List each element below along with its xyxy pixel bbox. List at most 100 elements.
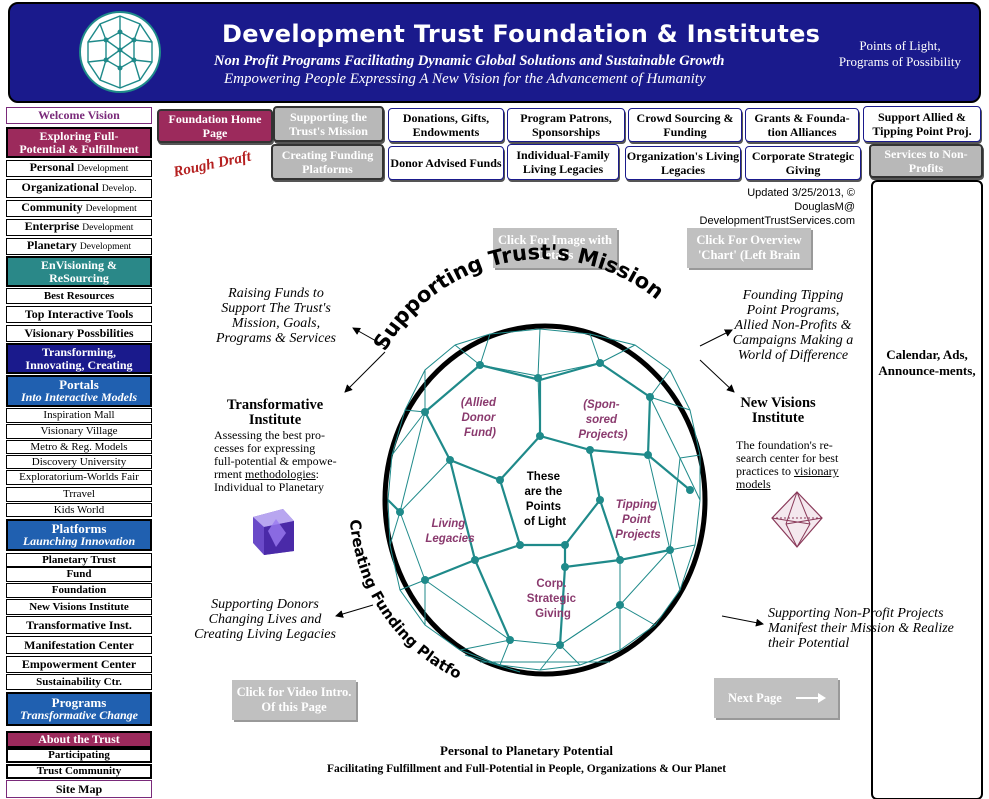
nav-new-visions-institute[interactable]: New Visions Institute [6, 599, 152, 615]
updated-line-2: DevelopmentTrustServices.com [699, 215, 855, 227]
nav-label: Trust Community [36, 765, 122, 777]
nav-label: Kids World [53, 503, 105, 516]
nav-best-resources[interactable]: Best Resources [6, 288, 152, 304]
nav-exploratorium[interactable]: Exploratorium-Worlds Fair [6, 470, 152, 485]
founding-tipping-text: Founding Tipping Point Programs, Allied … [718, 288, 868, 363]
crowd-sourcing-button[interactable]: Crowd Sourcing & Funding [628, 108, 742, 142]
supporting-mission-button[interactable]: Supporting the Trust's Mission [273, 106, 384, 142]
nav-label-italic: Launching Innovation [22, 534, 136, 548]
organization-legacies-button[interactable]: Organization's Living Legacies [625, 146, 741, 180]
nav-inspiration-mall[interactable]: Inspiration Mall [6, 408, 152, 423]
nav-fund[interactable]: Fund [6, 567, 152, 582]
nav-empowerment-center[interactable]: Empowerment Center [6, 656, 152, 673]
new-visions-institute-title[interactable]: New Visions Institute [738, 396, 818, 426]
donations-button[interactable]: Donations, Gifts, Endowments [388, 108, 504, 142]
corp-strategic-giving-label[interactable]: Corp. Strategic Giving [527, 578, 579, 620]
nav-label: Transforming, [41, 344, 117, 359]
tipping-point-projects-label[interactable]: Tipping Point Projects [615, 499, 660, 541]
corporate-strategic-giving-button[interactable]: Corporate Strategic Giving [745, 146, 861, 180]
nav-label: Fund [66, 568, 92, 580]
footer-headline: Personal to Planetary Potential [440, 743, 613, 758]
foundation-home-button[interactable]: Foundation Home Page [157, 109, 273, 143]
text-line: Raising Funds to [228, 286, 324, 301]
transformative-institute-title[interactable]: Transformative Institute [210, 398, 340, 428]
nav-label: Enterprise [24, 219, 80, 233]
nav-label: Discovery University [31, 455, 127, 468]
nav-travel[interactable]: Trravel [6, 487, 152, 502]
text-line: Founding Tipping [742, 288, 844, 303]
updated-notice: Updated 3/25/2013, © DouglasM@ Developme… [690, 186, 855, 228]
nav-label: Community [21, 200, 83, 214]
nav-organizational-development[interactable]: Organizational Develop. [6, 179, 152, 198]
nav-kids-world[interactable]: Kids World [6, 503, 152, 517]
nav-label: Best Resources [43, 289, 115, 302]
nav-label: Site Map [55, 781, 103, 796]
nav-foundation[interactable]: Foundation [6, 583, 152, 598]
nav-participating[interactable]: Participating [6, 748, 152, 763]
desc-line: Individual to Planetary [214, 480, 324, 494]
nav-envisioning-resourcing[interactable]: EnVisioning & ReSourcing [6, 256, 152, 287]
nav-exploring-full-potential[interactable]: Exploring Full- Potential & Fulfillment [6, 127, 152, 158]
nav-label: Foundation [51, 584, 107, 596]
overview-chart-button[interactable]: Click For Overview 'Chart' (Left Brain [687, 228, 811, 268]
sponsored-projects-label[interactable]: (Spon- sored Projects) [578, 399, 627, 441]
program-patrons-button[interactable]: Program Patrons, Sponsorships [507, 108, 625, 142]
nav-planetary-trust[interactable]: Planetary Trust [6, 553, 152, 567]
support-allied-button[interactable]: Support Allied & Tipping Point Proj. [863, 106, 981, 142]
button-label: Foundation Home Page [168, 112, 262, 140]
nav-top-interactive-tools[interactable]: Top Interactive Tools [6, 306, 152, 323]
video-intro-button[interactable]: Click for Video Intro. Of this Page [232, 680, 356, 720]
donor-advised-funds-button[interactable]: Donor Advised Funds [388, 146, 504, 180]
creating-funding-platforms-button[interactable]: Creating Funding Platforms [271, 144, 384, 180]
geodesic-globe-logo-icon[interactable] [78, 10, 162, 94]
nav-welcome-vision[interactable]: Welcome Vision [6, 107, 152, 124]
visionary-link[interactable]: visionary [793, 464, 839, 478]
nav-metro-models[interactable]: Metro & Reg. Models [6, 440, 152, 454]
calendar-ads-panel[interactable]: Calendar, Ads, Announce-ments, [871, 180, 983, 799]
living-legacies-label[interactable]: Living Legacies [425, 518, 474, 545]
nav-sustainability-center[interactable]: Sustainability Ctr. [6, 674, 152, 690]
text-line: Support The Trust's [221, 301, 331, 316]
octahedron-crystal-icon[interactable] [768, 490, 826, 550]
text-line: Creating Living Legacies [194, 627, 336, 642]
allied-donor-fund-label[interactable]: (Allied Donor Fund) [461, 397, 499, 439]
services-nonprofits-button[interactable]: Services to Non-Profits [869, 144, 983, 178]
geodesic-mesh [387, 328, 701, 673]
nav-label: About the Trust [38, 732, 120, 746]
nav-site-map[interactable]: Site Map [6, 780, 152, 798]
nav-transformative-institute[interactable]: Transformative Inst. [6, 616, 152, 634]
methodologies-link[interactable]: methodologies [245, 467, 316, 481]
text-line: Manifest their Mission & Realize [768, 621, 954, 636]
nav-enterprise-development[interactable]: Enterprise Development [6, 219, 152, 236]
button-label: Click For Overview 'Chart' (Left Brain [696, 233, 802, 262]
nav-planetary-development[interactable]: Planetary Development [6, 238, 152, 255]
nav-trust-community[interactable]: Trust Community [6, 764, 152, 779]
nav-platforms[interactable]: Platforms Launching Innovation [6, 519, 152, 551]
connector-arrows [335, 327, 764, 627]
grants-alliances-button[interactable]: Grants & Founda-tion Alliances [745, 108, 859, 142]
nav-label: Platforms [51, 521, 107, 536]
nav-visionary-village[interactable]: Visionary Village [6, 424, 152, 439]
nav-label-italic: Transformative Change [20, 708, 138, 722]
nav-visionary-possibilities[interactable]: Visionary Possbilities [6, 325, 152, 342]
nav-programs[interactable]: Programs Transformative Change [6, 692, 152, 726]
nav-label: Transformative Inst. [26, 617, 132, 632]
purple-cube-icon[interactable] [248, 505, 298, 557]
nav-label: Metro & Reg. Models [30, 440, 128, 453]
models-link[interactable]: models [736, 477, 771, 491]
text-line: Supporting Donors [211, 597, 319, 612]
nav-portals[interactable]: Portals Into Interactive Models [6, 375, 152, 407]
individual-family-legacies-button[interactable]: Individual-Family Living Legacies [507, 144, 619, 180]
nav-community-development[interactable]: Community Development [6, 200, 152, 217]
nav-about-the-trust[interactable]: About the Trust [6, 731, 152, 748]
nav-manifestation-center[interactable]: Manifestation Center [6, 636, 152, 654]
nav-transforming-innovating[interactable]: Transforming, Innovating, Creating [6, 343, 152, 374]
nav-discovery-university[interactable]: Discovery University [6, 455, 152, 469]
nav-label: Visionary Village [40, 425, 118, 437]
nav-label-small: Development [79, 242, 132, 252]
nav-label: Planetary [26, 238, 77, 252]
image-details-button[interactable]: Click For Image with Details [493, 228, 617, 268]
next-page-button[interactable]: Next Page [714, 678, 838, 718]
nav-personal-development[interactable]: Personal Development [6, 160, 152, 177]
nav-label: Exploratorium-Worlds Fair [19, 471, 139, 483]
